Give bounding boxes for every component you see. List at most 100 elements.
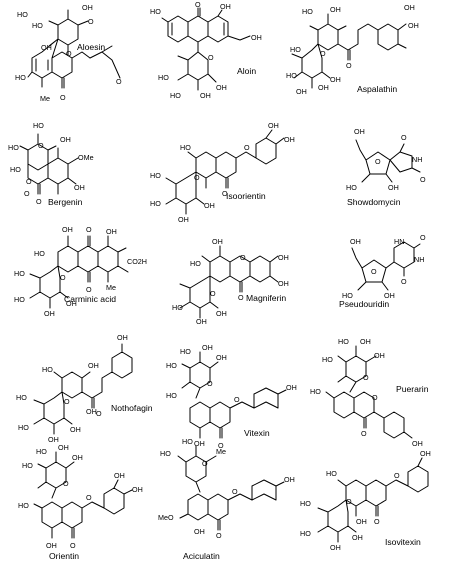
atom-label: O bbox=[218, 441, 224, 450]
atom-label: HO bbox=[172, 303, 183, 312]
atom-label: HO bbox=[300, 529, 311, 538]
atom-label: HO bbox=[170, 91, 181, 100]
atom-label: OH bbox=[408, 21, 419, 30]
compound-name: Showdomycin bbox=[347, 197, 401, 207]
atom-label: O bbox=[116, 77, 122, 86]
compound-vitexin: HO HO O OH OH HO O OH OH O Vitexin bbox=[166, 343, 297, 450]
atom-label: HO bbox=[166, 361, 177, 370]
atom-label: OH bbox=[286, 383, 297, 392]
compound-pseudouridin: OH O HN O NH O HO OH Pseudouridin bbox=[339, 233, 426, 309]
bonds-isovitexin bbox=[317, 457, 429, 543]
atom-label: OH bbox=[204, 201, 215, 210]
atom-label: O bbox=[66, 49, 72, 58]
atom-label: HO bbox=[160, 449, 171, 458]
compound-name: Aspalathin bbox=[357, 84, 397, 94]
atom-label: HO bbox=[342, 291, 353, 300]
atom-label: O bbox=[88, 17, 94, 26]
atom-label: O bbox=[374, 517, 380, 526]
atom-label: OH bbox=[58, 443, 69, 452]
compound-magniferin: OH O HO O OH OH HO OH OH O Magniferin bbox=[172, 237, 289, 326]
atom-label: HO bbox=[22, 461, 33, 470]
atom-label: O bbox=[86, 493, 92, 502]
atom-label: O bbox=[401, 133, 407, 142]
compound-isoorientin: OH HO O OH O HO HO OH OH O Isoorientin bbox=[150, 121, 295, 224]
atom-label: HO bbox=[150, 199, 161, 208]
atom-label: Me bbox=[216, 447, 226, 456]
atom-label: HN bbox=[394, 237, 404, 246]
atom-label: OH bbox=[296, 87, 307, 96]
atom-label: HO bbox=[322, 355, 333, 364]
atom-label: OH bbox=[330, 75, 341, 84]
atom-label: OH bbox=[354, 127, 365, 136]
atom-label: OH bbox=[106, 227, 117, 236]
atom-label: HO bbox=[10, 165, 21, 174]
atom-label: OH bbox=[350, 237, 361, 246]
compound-aciculatin: HO O Me HO MeO O OH OH O Aciculatin bbox=[158, 437, 295, 561]
atom-label: OH bbox=[86, 407, 97, 416]
atom-label: OH bbox=[384, 291, 395, 300]
atom-label: HO bbox=[33, 121, 44, 130]
atom-label: HO bbox=[338, 337, 349, 346]
atom-label: O bbox=[86, 285, 92, 294]
atom-label: HO bbox=[286, 71, 297, 80]
atom-label: OH bbox=[216, 83, 227, 92]
atom-label: HO bbox=[42, 365, 53, 374]
compound-name: Aloin bbox=[237, 66, 256, 76]
atom-label: O bbox=[64, 397, 70, 406]
atom-label: O bbox=[420, 175, 426, 184]
atom-label: OMe bbox=[78, 153, 94, 162]
atom-label: O bbox=[194, 173, 200, 182]
bonds-nothofagin bbox=[33, 343, 133, 435]
atom-label: NH bbox=[412, 155, 422, 164]
atom-label: OH bbox=[132, 485, 143, 494]
atom-label: O bbox=[63, 479, 69, 488]
atom-label: HO bbox=[14, 295, 25, 304]
compound-puerarin: HO HO O OH OH HO O O OH Puerarin bbox=[310, 337, 429, 448]
compound-name: Pseudouridin bbox=[339, 299, 389, 309]
atom-label: OH bbox=[356, 517, 367, 526]
atom-label: OH bbox=[196, 317, 207, 326]
bonds-aloesin bbox=[27, 9, 91, 89]
atom-label: NH bbox=[414, 255, 424, 264]
atom-label: OH bbox=[46, 541, 57, 550]
bonds-bergenin bbox=[19, 133, 79, 195]
atom-label: OH bbox=[66, 299, 77, 308]
compound-name: Orientin bbox=[49, 551, 79, 561]
compound-name: Isovitexin bbox=[385, 537, 421, 547]
atom-label: HO bbox=[18, 501, 29, 510]
atom-label: O bbox=[371, 267, 377, 276]
side-chain bbox=[89, 45, 121, 79]
atom-label: O bbox=[394, 471, 400, 480]
atom-label: O bbox=[26, 177, 32, 186]
atom-label: OH bbox=[48, 435, 59, 444]
atom-label: HO bbox=[346, 183, 357, 192]
atom-label: O bbox=[202, 459, 208, 468]
atom-label: O bbox=[346, 61, 352, 70]
atom-label: OH bbox=[284, 135, 295, 144]
compound-name: Vitexin bbox=[244, 428, 270, 438]
atom-label: O bbox=[38, 141, 44, 150]
atom-label: OH bbox=[88, 361, 99, 370]
atom-label: O bbox=[24, 189, 30, 198]
compound-name: Aloesin bbox=[77, 42, 105, 52]
atom-label: OH bbox=[420, 449, 431, 458]
atom-label: OH bbox=[318, 83, 329, 92]
atom-label: O bbox=[346, 497, 352, 506]
atom-label: HO bbox=[158, 73, 169, 82]
atom-label: OH bbox=[352, 533, 363, 542]
atom-label: OH bbox=[330, 543, 341, 552]
compound-name: Isoorientin bbox=[226, 191, 266, 201]
bonds-aciculatin bbox=[177, 445, 285, 531]
atom-label: HO bbox=[8, 143, 19, 152]
atom-label: O bbox=[234, 395, 240, 404]
atom-label: O bbox=[361, 429, 367, 438]
atom-label: OH bbox=[117, 333, 128, 342]
atom-label: OH bbox=[360, 337, 371, 346]
atom-label: HO bbox=[302, 7, 313, 16]
atom-label: OH bbox=[194, 439, 205, 448]
compound-nothofagin: OH HO OH O HO HO OH OH OH O Nothofagin bbox=[16, 333, 153, 444]
atom-label: HO bbox=[16, 393, 27, 402]
atom-label: O bbox=[232, 487, 238, 496]
atom-label: O bbox=[60, 273, 66, 282]
